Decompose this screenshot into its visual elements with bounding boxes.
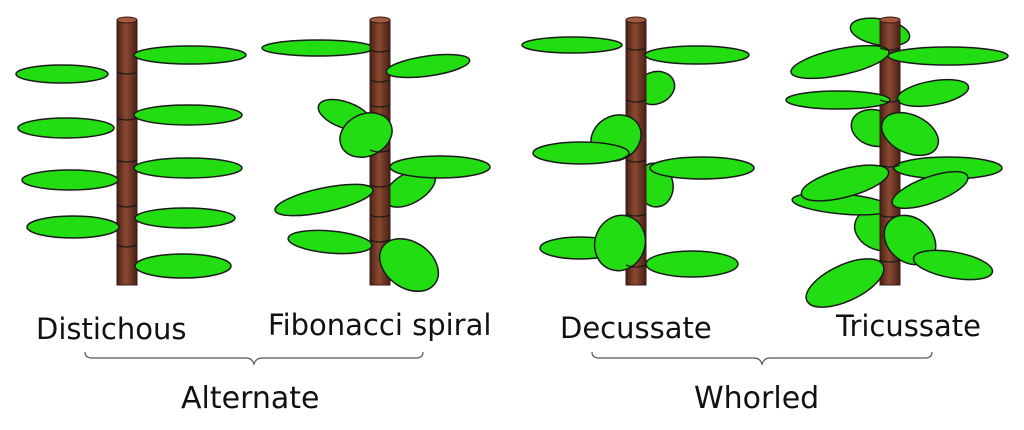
leaf	[274, 53, 491, 293]
label-decussate: Decussate	[560, 311, 712, 345]
label-tricussate: Tricussate	[836, 309, 981, 343]
stem	[116, 16, 138, 286]
node-rings	[879, 47, 901, 263]
plant-decussate	[521, 16, 755, 286]
leaf	[15, 45, 247, 279]
label-alternate: Alternate	[181, 381, 320, 416]
plant-distichous	[15, 16, 247, 286]
node-rings	[116, 71, 138, 248]
plant-fibonacci-spiral	[261, 16, 491, 293]
label-whorled: Whorled	[694, 381, 820, 416]
node-rings	[625, 47, 647, 268]
plant-tricussate	[785, 16, 1009, 308]
node-rings	[369, 49, 391, 243]
leaf	[521, 36, 755, 278]
brace-whorled	[591, 351, 933, 366]
label-distichous: Distichous	[36, 312, 187, 346]
label-fibonacci-spiral: Fibonacci spiral	[268, 308, 492, 342]
leaf	[785, 44, 1009, 308]
brace-alternate	[84, 351, 424, 366]
